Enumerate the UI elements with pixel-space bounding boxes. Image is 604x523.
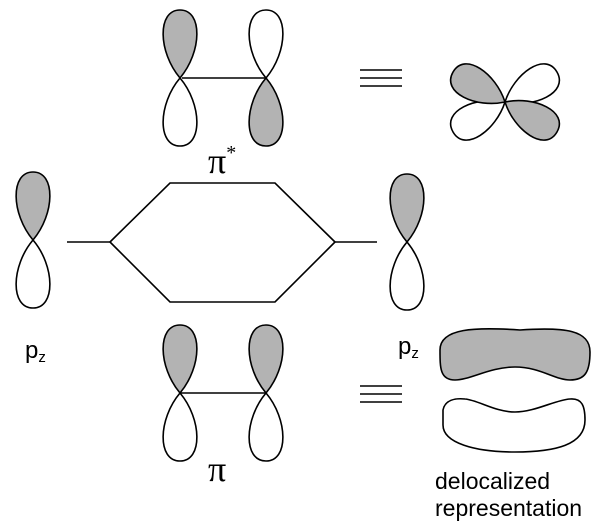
right-pz-label: pz (398, 333, 419, 362)
pi-orbital (162, 324, 284, 462)
pi-level (109, 241, 336, 303)
pi-star-left-lower-lobe (162, 77, 198, 147)
right-pz-subscript: z (411, 345, 419, 362)
pi-symbol: π (208, 449, 227, 489)
left-pz-subscript: z (38, 349, 46, 366)
pi-label: π (208, 448, 226, 490)
left-pz-lower-lobe (15, 239, 51, 309)
pi-right-upper-lobe (248, 324, 284, 394)
pi-star-superscript: * (226, 142, 237, 164)
delocalized-lower-lobe (442, 397, 586, 453)
pi-delocalized-orbital (439, 327, 591, 453)
pi-star-left-upper-lobe (162, 9, 198, 79)
pi-star-right-lower-lobe (248, 77, 284, 147)
equivalence-symbol-bottom (360, 385, 402, 403)
delocalized-caption-line2: representation (435, 495, 583, 521)
pi-star-orbital (162, 9, 284, 147)
delocalized-caption-line1: delocalized (435, 468, 551, 494)
left-pz-label: pz (25, 337, 46, 366)
right-pz-upper-lobe (389, 173, 425, 243)
right-pz-lower-lobe (389, 241, 425, 311)
delocalized-caption: delocalized representation (435, 468, 582, 522)
pi-left-lower-lobe (162, 392, 198, 462)
left-pz-orbital (15, 171, 51, 309)
pi-star-label: π* (208, 140, 236, 182)
right-pz-base: p (398, 333, 412, 360)
pi-right-lower-lobe (248, 392, 284, 462)
energy-level-diagram (67, 182, 377, 303)
equivalence-symbol-top (360, 69, 402, 87)
pi-star-level (109, 182, 336, 243)
pi-left-upper-lobe (162, 324, 198, 394)
delocalized-upper-lobe (439, 327, 591, 381)
left-pz-upper-lobe (15, 171, 51, 241)
pi-star-right-upper-lobe (248, 9, 284, 79)
left-pz-base: p (25, 337, 39, 364)
pi-star-symbol: π (208, 141, 227, 181)
right-pz-orbital (389, 173, 425, 311)
pi-star-delocalized-orbital (443, 56, 567, 148)
